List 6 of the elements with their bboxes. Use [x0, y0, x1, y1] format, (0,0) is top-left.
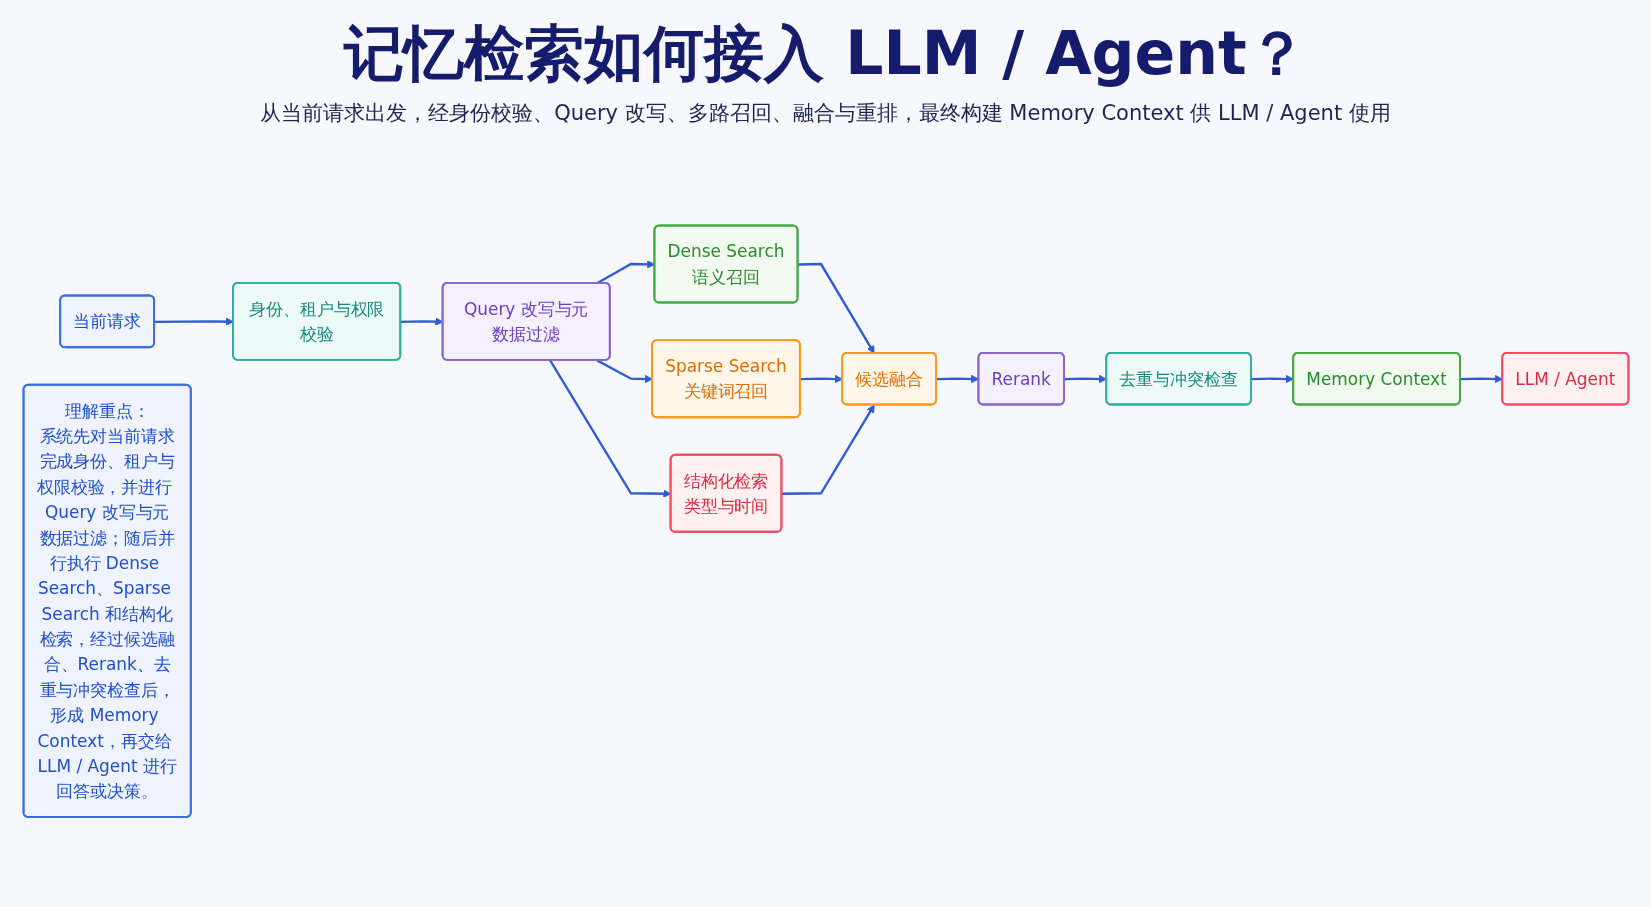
arrow — [797, 262, 875, 354]
subtitle: 从当前请求出发，经身份校验、Query 改写、多路召回、融合与重排，最终构建 Memory Context 供 LLM / Agent 使用 — [260, 100, 1391, 127]
arrow — [548, 359, 671, 498]
arrow — [400, 317, 443, 326]
arrow — [781, 404, 875, 495]
title: 记忆检索如何接入 LLM / Agent？ — [344, 17, 1307, 90]
